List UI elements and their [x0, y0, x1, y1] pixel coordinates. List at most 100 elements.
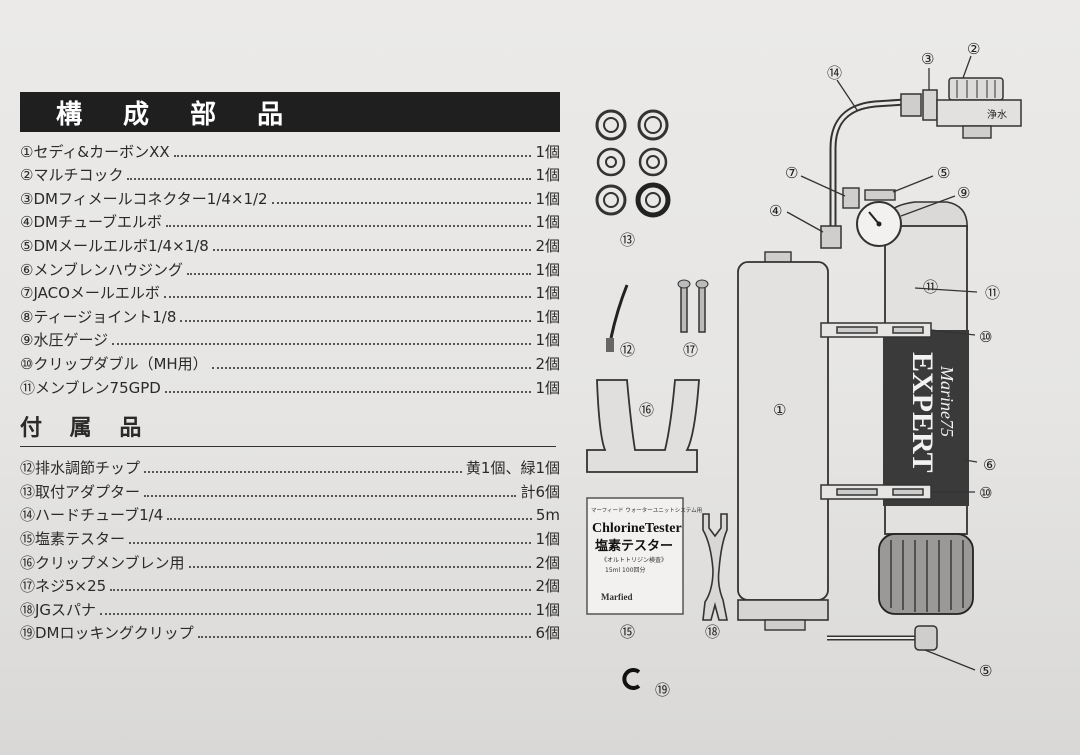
leader-2	[962, 55, 972, 79]
item-name: ⑩クリップダブル（MH用）	[20, 354, 208, 373]
dot-leader	[211, 366, 532, 369]
tester-maker: Marfied	[601, 592, 633, 602]
list-item: ⑫排水調節チップ黄1個、緑1個	[20, 455, 560, 479]
female-connector	[900, 93, 922, 117]
item-qty: 1個	[535, 260, 560, 279]
dot-leader	[167, 518, 532, 521]
dot-leader	[166, 225, 532, 228]
drain-tip-nozzle	[606, 338, 614, 352]
item-name: ⑬取付アダプター	[20, 482, 141, 501]
dot-leader	[197, 636, 532, 639]
dot-leader	[212, 248, 532, 251]
tester-title-jp: 塩素テスター	[595, 538, 673, 554]
leader-11	[914, 287, 978, 293]
item-name: ⑰ネジ5×25	[20, 577, 107, 596]
list-item: ⑲DMロッキングクリップ 6個	[20, 620, 560, 644]
item-qty: 2個	[535, 236, 560, 255]
list-item: ⑥メンブレンハウジング 1個	[20, 256, 560, 280]
chlorine-tester-box: マーフィード ウォーターユニットシステム用 ChlorineTester 塩素テ…	[586, 497, 702, 615]
callout-9: ⑨	[957, 184, 970, 202]
item-qty: 1個	[535, 529, 560, 548]
leader-9	[900, 195, 956, 217]
item-name: ④DMチューブエルボ	[20, 213, 163, 232]
item-qty: 2個	[535, 553, 560, 572]
item-qty: 2個	[535, 354, 560, 373]
tester-note: 15ml 100回分	[605, 566, 646, 574]
membrane-housing: EXPERT Marine75	[878, 201, 974, 615]
brand-sub-text: Marine75	[937, 365, 957, 437]
leader-10a	[930, 329, 976, 336]
components-header: 構 成 部 品	[20, 92, 560, 132]
item-name: ①セディ&カーボンXX	[20, 142, 170, 161]
drain-tip-tube	[609, 284, 629, 339]
callout-10a: ⑩	[979, 328, 992, 346]
callout-6: ⑥	[983, 456, 996, 474]
item-name: ⑨水圧ゲージ	[20, 331, 109, 350]
dot-leader	[187, 272, 532, 275]
callout-1: ①	[773, 401, 786, 419]
dot-leader	[180, 319, 532, 322]
callout-12: ⑫	[620, 341, 635, 359]
tester-title: ChlorineTester	[592, 521, 682, 536]
item-qty: 計6個	[520, 482, 560, 501]
callout-11: ⑪	[923, 278, 938, 296]
list-item: ⑰ネジ5×25 2個	[20, 573, 560, 597]
item-qty: 1個	[535, 378, 560, 397]
parts-illustration: ⑬ ⑫ ⑰ ⑯ マーフィード ウォーターユニットシステム用 ChlorineTe…	[575, 30, 1080, 755]
callout-18: ⑱	[705, 623, 720, 641]
item-name: ⑧ティージョイント1/8	[20, 307, 177, 326]
item-qty: 黄1個、緑1個	[465, 459, 560, 478]
illustration-svg: ⑬ ⑫ ⑰ ⑯ マーフィード ウォーターユニットシステム用 ChlorineTe…	[586, 40, 1022, 699]
dot-leader	[112, 343, 532, 346]
callout-10b: ⑩	[979, 484, 992, 502]
item-qty: 1個	[535, 166, 560, 185]
male-elbow-bottom	[914, 625, 938, 651]
callout-13: ⑬	[620, 231, 635, 249]
item-name: ⑦JACOメールエルボ	[20, 284, 160, 303]
dot-leader	[164, 390, 532, 393]
callout-2: ②	[967, 40, 980, 58]
list-item: ⑩クリップダブル（MH用） 2個	[20, 350, 560, 374]
callout-3: ③	[921, 50, 934, 68]
item-name: ③DMフィメールコネクター1/4×1/2	[20, 189, 268, 208]
item-name: ⑥メンブレンハウジング	[20, 260, 183, 279]
membrane-clip	[586, 379, 700, 473]
item-qty: 1個	[535, 284, 560, 303]
leader-5b	[924, 649, 976, 671]
callout-5a: ⑤	[937, 164, 950, 182]
item-qty: 6個	[535, 624, 560, 643]
leader-4	[786, 211, 824, 233]
tester-top-line: マーフィード ウォーターユニットシステム用	[591, 506, 702, 514]
sediment-carbon-cartridge	[737, 251, 829, 631]
dot-leader	[129, 541, 532, 544]
item-qty: 1個	[535, 307, 560, 326]
callout-14: ⑭	[827, 64, 842, 82]
item-qty: 2個	[535, 577, 560, 596]
item-name: ⑮塩素テスター	[20, 529, 126, 548]
dot-leader	[144, 471, 462, 474]
callout-15: ⑮	[620, 623, 635, 641]
item-name: ⑲DMロッキングクリップ	[20, 624, 194, 643]
dot-leader	[127, 178, 532, 181]
callout-7: ⑦	[785, 164, 798, 182]
callout-19: ⑲	[655, 681, 670, 699]
dot-leader	[271, 201, 532, 204]
callout-11-label: ⑪	[985, 284, 1000, 302]
list-item: ⑬取付アダプター 計6個	[20, 478, 560, 502]
locking-clip	[622, 668, 641, 690]
screws	[677, 279, 709, 333]
pressure-gauge	[856, 201, 902, 247]
accessories-header: 付 属 品	[20, 410, 556, 447]
tap-label: 浄水	[987, 108, 1007, 121]
callout-5b: ⑤	[979, 662, 992, 680]
